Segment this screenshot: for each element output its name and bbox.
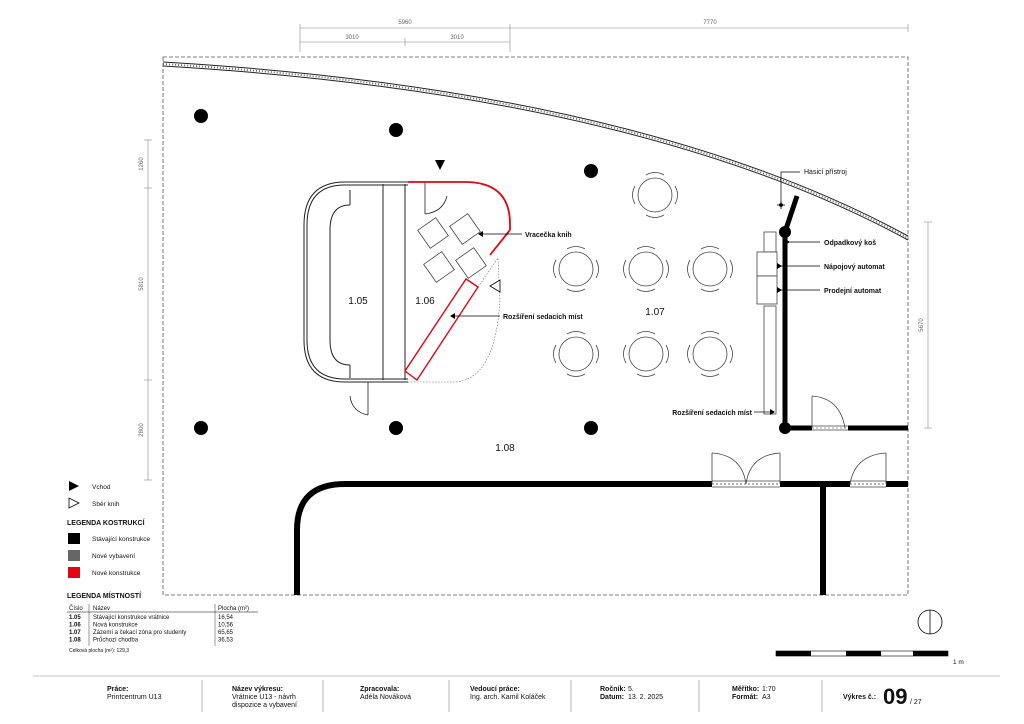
legend-book-collection-icon xyxy=(68,497,80,509)
room-label-106: 1.06 xyxy=(415,296,435,307)
table-with-chairs xyxy=(687,246,733,292)
corridor-walls xyxy=(294,481,908,595)
service-wall xyxy=(779,195,908,434)
tb-year-label: Ročník: xyxy=(600,686,626,693)
room-legend-title: LEGENDA MÍSTNOSTÍ xyxy=(67,591,142,600)
scale-bar-label: 1 m xyxy=(953,659,964,666)
book-collection-marker-icon xyxy=(489,279,501,293)
dim-top-sub-1: 3010 xyxy=(345,35,359,41)
room-label-105: 1.05 xyxy=(348,296,368,307)
table-with-chairs xyxy=(553,331,599,377)
room-legend-cell-area: 10,56 xyxy=(218,623,234,629)
callout-seating-extension-2: Rozšíření sedacích míst xyxy=(672,410,752,417)
tb-author-value: Adéla Nováková xyxy=(360,694,411,701)
legend-entrance-label: Vchod xyxy=(92,484,111,491)
construction-legend-title: LEGENDA KOSTRUKCÍ xyxy=(67,518,146,527)
legend-new-construction-label: Nové konstrukce xyxy=(92,570,141,577)
tb-scale-label: Měřítko: xyxy=(732,686,759,693)
tb-year-value: 5. xyxy=(628,686,634,693)
room-legend-table: Číslo Název Plocha (m²) 1.05 Stávající ko… xyxy=(67,604,258,646)
room-legend-header-area: Plocha (m²) xyxy=(218,606,249,612)
legend-swatch-new-furniture xyxy=(68,550,80,561)
columns xyxy=(194,109,598,435)
book-return-boxes xyxy=(417,213,487,283)
reception-existing xyxy=(303,181,408,383)
legend-new-furniture-label: Nové vybavení xyxy=(92,553,135,560)
callout-seating-extension-1: Rozšíření sedacích míst xyxy=(503,314,583,321)
dim-top-total-left: 5960 xyxy=(398,20,412,26)
room-label-108: 1.08 xyxy=(495,443,515,454)
tb-supervisor-label: Vedoucí práce: xyxy=(470,686,520,693)
tb-work-label: Práce: xyxy=(107,686,128,693)
tb-sheet-number: 09 xyxy=(883,684,907,709)
dim-left-3: 2800 xyxy=(139,423,145,437)
room-legend-cell-area: 16,54 xyxy=(218,615,234,621)
tb-date-value: 13. 2. 2025 xyxy=(628,694,663,701)
callout-lines xyxy=(455,171,820,413)
legend-book-collection-label: Sběr knih xyxy=(92,501,120,508)
table-with-chairs xyxy=(632,172,678,218)
room-legend-header-name: Název xyxy=(93,606,110,612)
room-label-107: 1.07 xyxy=(645,307,665,318)
table-group xyxy=(553,172,733,377)
seating-extension-outline xyxy=(408,257,501,383)
room-legend-cell-area: 36,53 xyxy=(218,638,234,644)
callout-drink-machine: Nápojový automat xyxy=(824,264,885,271)
tb-drawing-value-1: Vrátnice U13 - návrh xyxy=(232,694,296,701)
tb-supervisor-value: Ing. arch. Kamil Koláček xyxy=(470,694,546,701)
scale-bar xyxy=(775,650,949,657)
tb-author-label: Zpracovala: xyxy=(360,686,399,693)
callout-book-return: Vracečka knih xyxy=(525,232,572,239)
room-legend-cell-number: 1.07 xyxy=(69,630,81,636)
callout-trash-bin: Odpadkový koš xyxy=(824,240,876,247)
legend-entrance-icon xyxy=(69,481,79,491)
callout-fire-extinguisher: Hasicí přístroj xyxy=(804,169,847,176)
table-with-chairs xyxy=(623,246,669,292)
vending-units xyxy=(756,231,778,415)
corridor-doors xyxy=(711,452,887,488)
room-legend-cell-area: 65,65 xyxy=(218,630,234,636)
tb-drawing-value-2: dispozice a vybavení xyxy=(232,702,297,709)
legend-swatch-new-construction xyxy=(68,567,80,578)
room-legend-total: Celková plocha (m²): 129,3 xyxy=(69,648,129,654)
reception-door-top xyxy=(424,182,448,215)
room-legend-cell-number: 1.05 xyxy=(69,615,81,621)
legend-swatch-existing xyxy=(68,533,80,544)
legend-existing-label: Stávající konstrukce xyxy=(92,536,151,543)
room-legend-cell-name: Stávající konstrukce vrátnice xyxy=(93,615,170,621)
table-with-chairs xyxy=(623,331,669,377)
room-legend-cell-name: Nová konstrukce xyxy=(93,623,138,629)
dim-top-total-right: 7770 xyxy=(703,20,717,26)
dim-top-sub-2: 3010 xyxy=(450,35,464,41)
dim-left-1: 1260 xyxy=(139,157,145,171)
tb-work-value: Printcentrum U13 xyxy=(107,694,162,701)
room-legend-cell-number: 1.08 xyxy=(69,638,81,644)
tb-sheet-label: Výkres č.: xyxy=(843,694,876,701)
table-with-chairs xyxy=(553,246,599,292)
dim-left-2: 5810 xyxy=(139,277,145,291)
plan-boundary xyxy=(162,56,909,596)
room-legend-cell-name: Zázemí a čekací zóna pro studenty xyxy=(93,630,186,636)
callout-vending-machine: Prodejní automat xyxy=(824,288,882,295)
curved-facade xyxy=(162,61,909,241)
reception-door-bottom xyxy=(349,382,369,416)
entrance-marker-icon xyxy=(435,160,445,170)
tb-format-value: A3 xyxy=(762,694,771,701)
tb-sheet-total: / 27 xyxy=(910,699,922,706)
title-block: Práce: Printcentrum U13 Název výkresu: V… xyxy=(33,675,1000,712)
dim-right-1: 5670 xyxy=(919,318,925,332)
tb-date-label: Datum: xyxy=(600,694,624,701)
room-legend-cell-name: Průchozí chodba xyxy=(93,637,139,644)
table-with-chairs xyxy=(687,331,733,377)
new-construction xyxy=(404,181,511,382)
tb-format-label: Formát: xyxy=(732,694,758,701)
callout-arrows xyxy=(450,231,790,415)
room-legend-header-number: Číslo xyxy=(69,605,83,612)
tb-scale-value: 1:70 xyxy=(762,686,776,693)
room-legend-cell-number: 1.06 xyxy=(69,623,81,629)
dimension-lines xyxy=(144,24,932,481)
tb-drawing-label: Název výkresu: xyxy=(232,686,283,693)
